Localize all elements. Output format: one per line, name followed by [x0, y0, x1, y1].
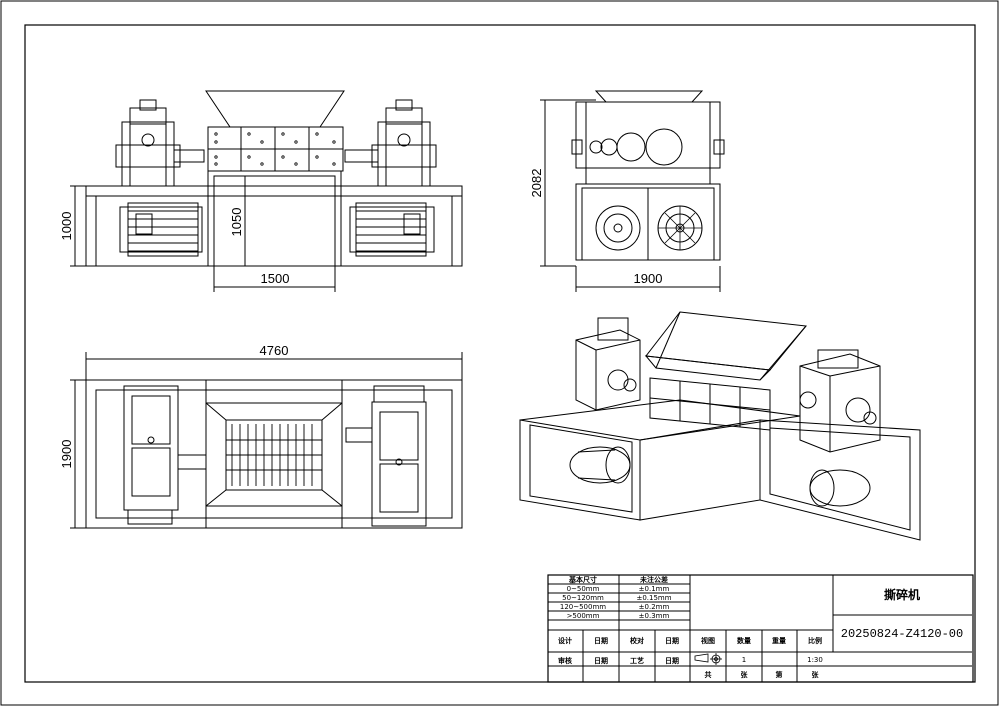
drawing-frame — [24, 24, 976, 683]
label-review: 审核 — [558, 656, 572, 665]
label-process: 工艺 — [630, 656, 644, 665]
right-gearbox — [344, 99, 437, 187]
plan-view: 4760 1900 — [59, 343, 463, 529]
tol-row-size: 120~500mm — [560, 603, 606, 611]
tol-row-size: >500mm — [567, 612, 600, 620]
tol-header-size: 基本尺寸 — [568, 575, 597, 584]
label-weight: 重量 — [772, 636, 786, 645]
isometric-view — [519, 311, 921, 541]
label-sheet: 张 — [741, 670, 749, 679]
label-date: 日期 — [594, 656, 608, 665]
label-design: 设计 — [558, 636, 572, 645]
label-check: 校对 — [630, 636, 644, 645]
tol-row-tol: ±0.15mm — [636, 594, 671, 602]
dim-plan-length: 4760 — [260, 343, 289, 358]
tol-row-tol: ±0.1mm — [639, 585, 670, 593]
tol-header-tol: 未注公差 — [640, 575, 668, 584]
dim-side-height: 2082 — [529, 169, 544, 198]
dim-hopper-height: 1050 — [229, 208, 244, 237]
side-motor-left — [595, 205, 641, 251]
drawing-number: 20250824-Z4120-00 — [841, 627, 963, 641]
label-sheet: 张 — [812, 670, 820, 679]
scale-value: 1:30 — [807, 656, 823, 664]
label-date: 日期 — [665, 636, 679, 645]
label-scale: 比例 — [808, 636, 822, 645]
drawing-title: 撕碎机 — [884, 587, 920, 602]
label-qty: 数量 — [737, 636, 751, 645]
iso-left-gearbox — [575, 317, 641, 411]
left-motor — [119, 206, 203, 253]
label-date: 日期 — [594, 636, 608, 645]
dim-plan-width: 1900 — [59, 440, 74, 469]
front-view: 1000 1050 1500 — [59, 90, 463, 292]
title-block: 基本尺寸 未注公差 0~50mm ±0.1mm 50~120mm ±0.15mm… — [547, 574, 974, 683]
projection-symbol-icon — [694, 653, 722, 665]
tol-row-tol: ±0.2mm — [639, 603, 670, 611]
left-gearbox — [115, 99, 205, 187]
label-page: 第 — [776, 670, 783, 679]
dim-side-width: 1900 — [634, 271, 663, 286]
iso-right-motor — [809, 469, 871, 507]
hopper — [205, 90, 345, 128]
dim-front-height: 1000 — [59, 212, 74, 241]
label-total: 共 — [705, 670, 712, 679]
iso-chamber — [649, 377, 771, 431]
tol-row-tol: ±0.3mm — [639, 612, 670, 620]
iso-right-gearbox — [799, 349, 881, 453]
iso-hopper — [645, 311, 807, 371]
label-view: 视图 — [701, 636, 715, 645]
side-gearbox — [575, 101, 721, 169]
plan-blades — [226, 424, 322, 486]
quantity-value: 1 — [742, 656, 746, 664]
tol-row-size: 50~120mm — [562, 594, 604, 602]
tol-row-size: 0~50mm — [567, 585, 600, 593]
right-motor — [349, 206, 435, 253]
side-view: 2082 1900 — [529, 90, 725, 292]
label-date: 日期 — [665, 656, 679, 665]
dim-hopper-width: 1500 — [261, 271, 290, 286]
